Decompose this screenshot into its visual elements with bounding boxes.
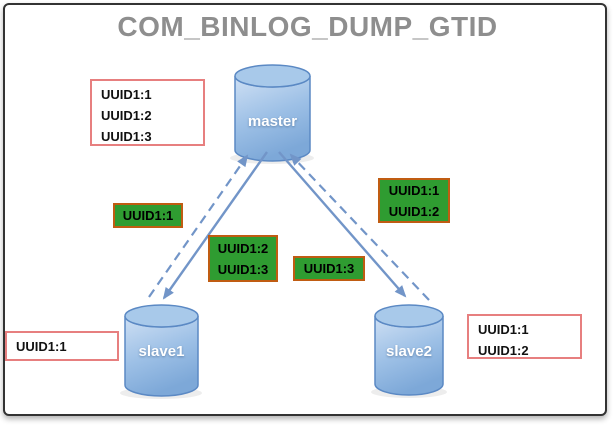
gtid-line: UUID1:1 bbox=[101, 87, 152, 102]
slave1-to-master-dashed-arrow bbox=[148, 154, 249, 298]
gtid-line: UUID1:1 bbox=[478, 322, 529, 337]
message-line: UUID1:1 bbox=[388, 182, 440, 198]
master-gtid-box: UUID1:1 UUID1:2 UUID1:3 bbox=[90, 79, 205, 146]
slave1-gtid-box: UUID1:1 bbox=[5, 331, 119, 361]
master-to-slave2-box: UUID1:3 bbox=[293, 256, 365, 281]
slave2-request-box: UUID1:1 UUID1:2 bbox=[378, 178, 450, 223]
master-to-slave2-arrow bbox=[278, 151, 407, 298]
slave2-gtid-box: UUID1:1 UUID1:2 bbox=[467, 314, 582, 359]
master-to-slave1-arrow bbox=[162, 151, 268, 300]
gtid-line: UUID1:2 bbox=[101, 108, 152, 123]
slave2-cylinder bbox=[374, 304, 444, 396]
slave1-cylinder bbox=[124, 304, 199, 397]
message-line: UUID1:2 bbox=[388, 203, 440, 219]
gtid-line: UUID1:3 bbox=[101, 129, 152, 144]
message-line: UUID1:2 bbox=[217, 240, 269, 256]
message-line: UUID1:3 bbox=[303, 261, 355, 276]
diagram-title: COM_BINLOG_DUMP_GTID bbox=[117, 11, 498, 42]
master-cylinder bbox=[234, 64, 311, 162]
replication-arrows bbox=[148, 151, 430, 301]
gtid-line: UUID1:1 bbox=[16, 339, 67, 354]
message-line: UUID1:3 bbox=[217, 261, 269, 277]
message-line: UUID1:1 bbox=[122, 208, 174, 223]
master-label: master bbox=[247, 113, 298, 130]
master-to-slave1-box: UUID1:2 UUID1:3 bbox=[208, 235, 278, 282]
gtid-line: UUID1:2 bbox=[478, 343, 529, 358]
slave2-to-master-dashed-arrow bbox=[289, 153, 430, 301]
slave2-label: slave2 bbox=[386, 343, 432, 360]
slave1-label: slave1 bbox=[138, 343, 185, 360]
slave1-request-box: UUID1:1 bbox=[113, 203, 183, 228]
